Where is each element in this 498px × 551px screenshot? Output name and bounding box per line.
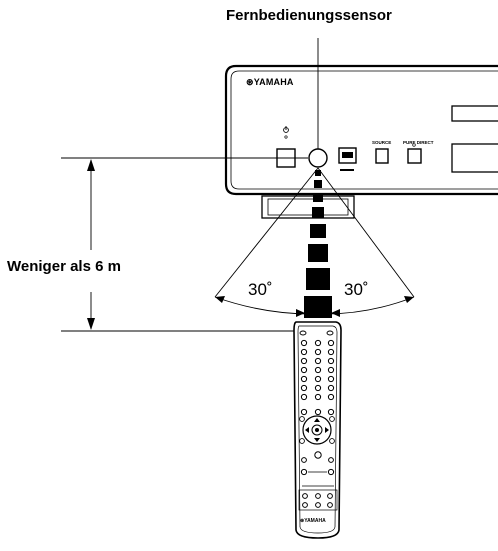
angle-line-left <box>214 167 319 298</box>
angle-line-right <box>317 167 415 298</box>
distance-dimension <box>61 157 308 332</box>
remote-transport-buttons <box>300 408 335 416</box>
remote-sensor-label: Fernbedienungssensor <box>226 7 392 24</box>
power-button <box>276 126 296 168</box>
disc-tray <box>451 105 498 122</box>
infrared-beam <box>304 170 332 318</box>
remote-control <box>293 321 342 539</box>
arrowhead-up <box>87 159 95 171</box>
arrowhead-down <box>87 318 95 330</box>
yamaha-logo: ⊛YAMAHA <box>246 77 294 87</box>
angle-left-label: 30˚ <box>248 280 273 299</box>
angle-right-label: 30˚ <box>344 280 369 299</box>
remote-bottom-buttons <box>298 489 338 511</box>
usb-port <box>338 147 357 171</box>
pure-direct-label: PURE DIRECT <box>403 140 434 145</box>
remote-top-buttons <box>299 330 334 336</box>
display-window <box>451 143 498 173</box>
pure-direct-button <box>407 148 422 164</box>
remote-yamaha-logo: ⊛YAMAHA <box>300 518 326 524</box>
angle-indicator <box>214 167 415 317</box>
remote-sensor <box>308 148 328 168</box>
source-button <box>375 148 389 164</box>
remote-nav-pad <box>299 415 335 445</box>
distance-label: Weniger als 6 m <box>7 258 121 275</box>
player-front-panel <box>224 64 498 196</box>
source-label: SOURCE <box>372 140 392 145</box>
remote-lower-buttons <box>300 451 335 487</box>
player-base <box>261 195 355 219</box>
remote-button-grid <box>300 339 335 401</box>
